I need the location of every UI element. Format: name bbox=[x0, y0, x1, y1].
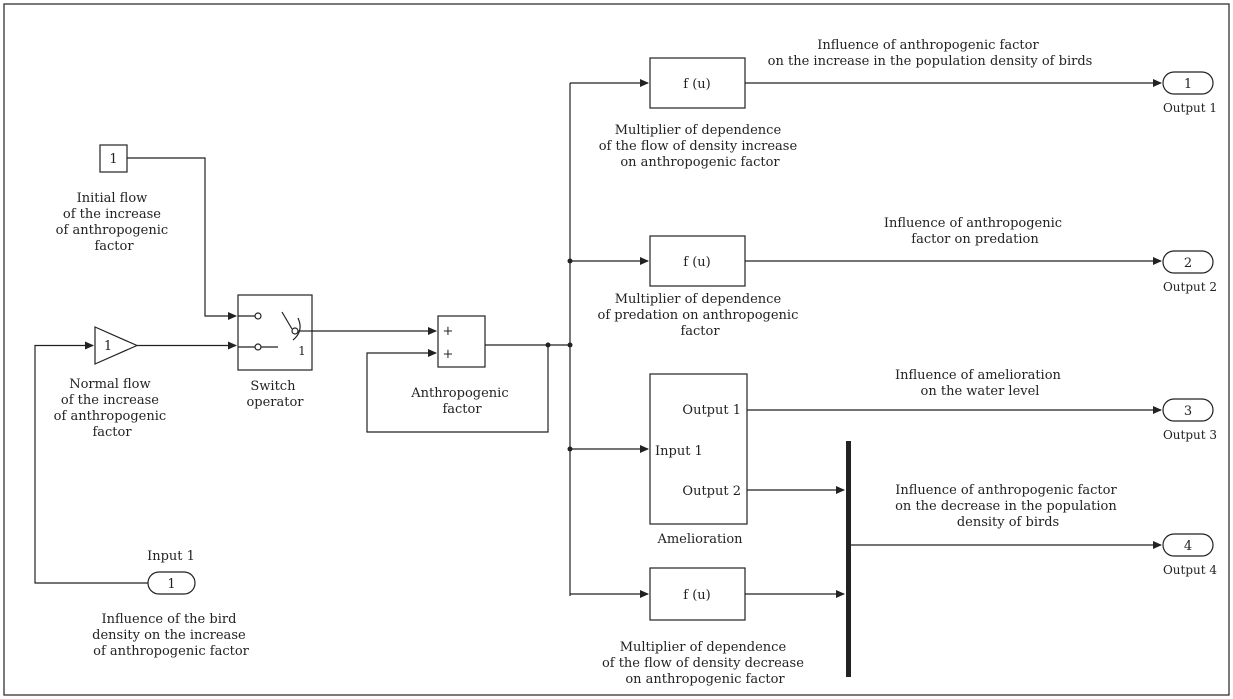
outport-2-number: 2 bbox=[1184, 256, 1192, 271]
sum-sign-bottom: + bbox=[443, 347, 454, 362]
fcn-3-label: f (u) bbox=[683, 588, 710, 603]
inport-1-title: Input 1 bbox=[147, 549, 195, 564]
normal-flow-label: Normal flow of the increase of anthropog… bbox=[54, 377, 171, 440]
diagram-frame bbox=[3, 3, 1230, 696]
outport-2[interactable]: 2 bbox=[1162, 250, 1214, 274]
outport-4-name: Output 4 bbox=[1163, 563, 1217, 577]
outport-4[interactable]: 4 bbox=[1162, 533, 1214, 557]
outport-3-name: Output 3 bbox=[1163, 428, 1217, 442]
switch-label: Switch operator bbox=[246, 379, 304, 410]
influence-1-label: Influence of anthropogenic factor on the… bbox=[768, 38, 1093, 69]
multiplier-2-label: Multiplier of dependence of predation on… bbox=[598, 292, 803, 339]
bird-density-label: Influence of the bird density on the inc… bbox=[92, 612, 250, 659]
outport-1-name: Output 1 bbox=[1163, 101, 1217, 115]
outport-3-number: 3 bbox=[1184, 404, 1192, 419]
amelioration-label: Amelioration bbox=[656, 532, 743, 547]
amelioration-input-port: Input 1 bbox=[655, 444, 703, 459]
influence-2-label: Influence of anthropogenic factor on pre… bbox=[884, 216, 1066, 247]
outport-4-number: 4 bbox=[1184, 539, 1192, 554]
amelioration-output1-port: Output 1 bbox=[682, 403, 741, 418]
fcn-block-3[interactable]: f (u) bbox=[649, 567, 746, 621]
fcn-1-label: f (u) bbox=[683, 77, 710, 92]
mux-bar[interactable] bbox=[846, 441, 851, 677]
fcn-block-1[interactable]: f (u) bbox=[649, 57, 746, 109]
switch-port-number: 1 bbox=[298, 344, 306, 358]
gain-value: 1 bbox=[104, 339, 112, 354]
outport-2-name: Output 2 bbox=[1163, 280, 1217, 294]
fcn-2-label: f (u) bbox=[683, 255, 710, 270]
sum-block[interactable]: + + bbox=[437, 315, 486, 368]
multiplier-1-label: Multiplier of dependence of the flow of … bbox=[599, 123, 802, 170]
anthropogenic-factor-label: Anthropogenic factor bbox=[410, 386, 513, 417]
gain-block[interactable]: 1 bbox=[94, 326, 139, 365]
outport-1-number: 1 bbox=[1184, 77, 1192, 92]
amelioration-output2-port: Output 2 bbox=[682, 484, 741, 499]
outport-1[interactable]: 1 bbox=[1162, 71, 1214, 95]
amelioration-subsystem[interactable]: Input 1 Output 1 Output 2 bbox=[649, 373, 748, 525]
influence-3-label: Influence of amelioration on the water l… bbox=[895, 368, 1065, 399]
influence-4-label: Influence of anthropogenic factor on the… bbox=[895, 483, 1121, 530]
signal-lines bbox=[34, 79, 1162, 598]
outport-3[interactable]: 3 bbox=[1162, 398, 1214, 422]
constant-value: 1 bbox=[109, 152, 117, 167]
switch-block[interactable]: 1 bbox=[237, 294, 313, 371]
initial-flow-label: Initial flow of the increase of anthropo… bbox=[56, 191, 173, 254]
inport-1[interactable]: 1 bbox=[147, 571, 196, 595]
fcn-block-2[interactable]: f (u) bbox=[649, 235, 746, 287]
inport-1-number: 1 bbox=[167, 577, 175, 592]
multiplier-3-label: Multiplier of dependence of the flow of … bbox=[602, 640, 808, 687]
sum-sign-top: + bbox=[443, 324, 454, 339]
constant-block[interactable]: 1 bbox=[99, 144, 128, 173]
